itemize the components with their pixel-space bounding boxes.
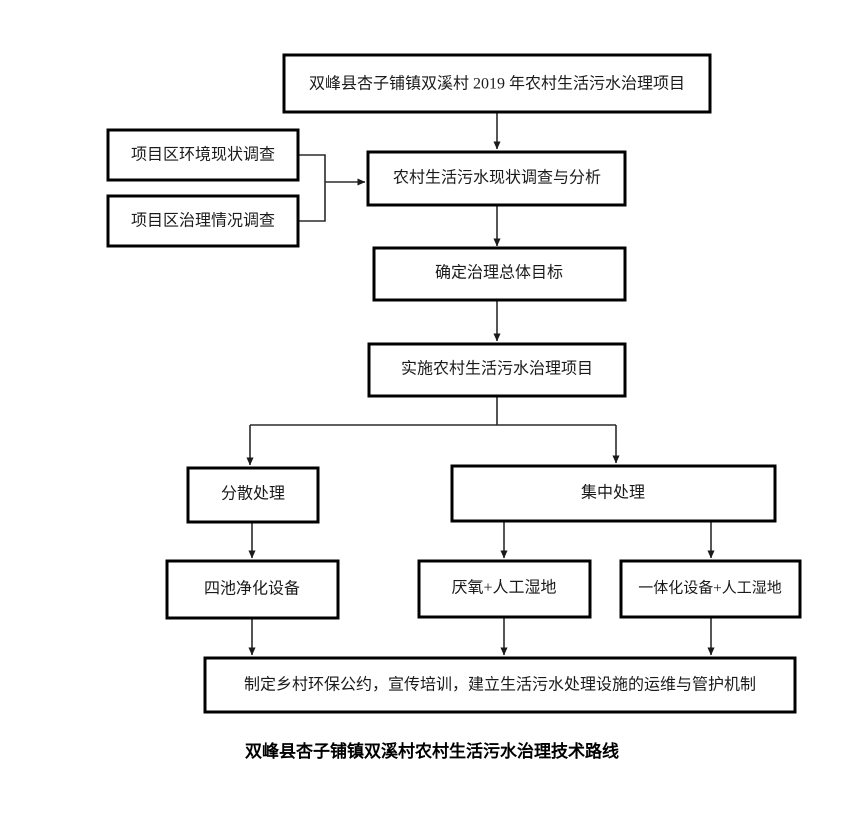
node-survey-environment[interactable]: 项目区环境现状调查 (106, 128, 300, 182)
node-implement-project-box[interactable] (367, 342, 627, 398)
node-anaerobic-wetland-label: 厌氧+人工湿地 (451, 579, 556, 597)
node-project-title[interactable]: 双峰县杏子铺镇双溪村 2019 年农村生活污水治理项目 (282, 53, 712, 114)
connector-treatment-to-bracket (298, 182, 326, 222)
node-decentralized-box[interactable] (186, 466, 320, 524)
node-centralized-label: 集中处理 (581, 484, 645, 502)
node-implement-project[interactable]: 实施农村生活污水治理项目 (367, 342, 627, 398)
node-management-mechanism-label: 制定乡村环保公约，宣传培训，建立生活污水处理设施的运维与管护机制 (244, 676, 756, 694)
node-overall-goal-label: 确定治理总体目标 (435, 264, 563, 282)
node-four-pond-box[interactable] (165, 559, 340, 620)
node-project-title-box[interactable] (282, 53, 712, 114)
node-integrated-wetland-label: 一体化设备+人工湿地 (638, 579, 781, 596)
node-survey-treatment[interactable]: 项目区治理情况调查 (106, 194, 300, 248)
figure-caption: 双峰县杏子铺镇双溪村农村生活污水治理技术路线 (245, 741, 619, 761)
node-management-mechanism[interactable]: 制定乡村环保公约，宣传培训，建立生活污水处理设施的运维与管护机制 (203, 656, 797, 714)
node-centralized[interactable]: 集中处理 (450, 464, 777, 523)
connector-layer (246, 112, 715, 656)
node-integrated-wetland[interactable]: 一体化设备+人工湿地 (619, 559, 802, 619)
node-four-pond[interactable]: 四池净化设备 (165, 559, 340, 620)
node-survey-analysis-label: 农村生活污水现状调查与分析 (393, 169, 601, 187)
node-management-mechanism-box[interactable] (203, 656, 797, 714)
connector-environment-to-bracket (298, 154, 326, 182)
node-four-pond-label: 四池净化设备 (204, 580, 300, 598)
node-decentralized-label: 分散处理 (221, 485, 285, 503)
node-survey-treatment-label: 项目区治理情况调查 (131, 212, 275, 230)
node-survey-environment-box[interactable] (106, 128, 300, 182)
node-anaerobic-wetland-box[interactable] (417, 559, 592, 619)
node-implement-project-label: 实施农村生活污水治理项目 (401, 360, 593, 378)
node-survey-analysis-box[interactable] (366, 150, 627, 207)
node-layer: 双峰县杏子铺镇双溪村 2019 年农村生活污水治理项目 项目区环境现状调查 项目… (106, 53, 802, 714)
node-survey-environment-label: 项目区环境现状调查 (131, 145, 275, 164)
node-survey-treatment-box[interactable] (106, 194, 300, 248)
connector-implement-split (250, 396, 616, 426)
node-decentralized[interactable]: 分散处理 (186, 466, 320, 524)
node-overall-goal[interactable]: 确定治理总体目标 (372, 246, 627, 302)
node-survey-analysis[interactable]: 农村生活污水现状调查与分析 (366, 150, 627, 207)
node-project-title-label: 双峰县杏子铺镇双溪村 2019 年农村生活污水治理项目 (309, 75, 685, 93)
node-overall-goal-box[interactable] (372, 246, 627, 302)
node-anaerobic-wetland[interactable]: 厌氧+人工湿地 (417, 559, 592, 619)
node-integrated-wetland-box[interactable] (619, 559, 802, 619)
node-centralized-box[interactable] (450, 464, 777, 523)
